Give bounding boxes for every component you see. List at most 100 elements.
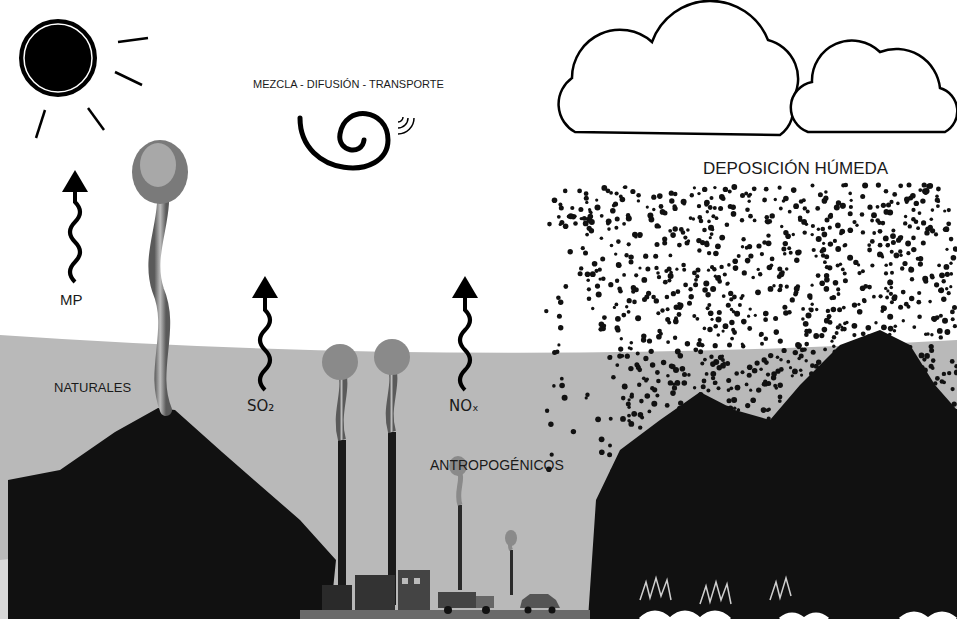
rain-dot — [799, 199, 804, 204]
rain-dot — [847, 255, 853, 261]
grass-tufts — [640, 578, 791, 604]
rain-dot — [709, 236, 712, 239]
rain-dot — [722, 294, 726, 298]
rain-dot — [707, 251, 711, 255]
rain-dot — [942, 279, 946, 283]
rain-dot — [668, 229, 672, 233]
rain-dot — [637, 383, 641, 387]
rain-dot — [811, 284, 814, 287]
rain-dot — [728, 189, 732, 193]
rain-dot — [663, 280, 668, 285]
pollutant-label: SO₂ — [247, 398, 274, 415]
rain-dot — [916, 257, 920, 261]
rain-dot — [951, 387, 955, 391]
rain-dot — [675, 268, 678, 271]
rain-dot — [651, 295, 656, 300]
rain-dot — [656, 271, 660, 275]
rain-dot — [694, 278, 698, 282]
rain-dot — [778, 383, 783, 388]
rain-dot — [782, 199, 786, 203]
rain-dot — [937, 328, 943, 334]
rain-dot — [804, 342, 809, 347]
rain-dot — [713, 206, 717, 210]
rain-dot — [812, 248, 816, 252]
rain-dot — [824, 277, 830, 283]
rain-dot — [669, 198, 674, 203]
rain-dot — [596, 292, 602, 298]
rain-dot — [670, 390, 676, 396]
rain-dot — [615, 325, 620, 330]
rain-dot — [628, 346, 631, 349]
emission-arrow — [62, 170, 88, 282]
rain-dot — [722, 330, 725, 333]
rain-dot — [659, 204, 664, 209]
rain-dot — [835, 331, 839, 335]
rain-dot — [645, 266, 650, 271]
rain-dot — [730, 308, 734, 312]
rain-dot — [620, 337, 623, 340]
rain-dot — [710, 232, 714, 236]
rain-dot — [632, 300, 637, 305]
rain-dot — [707, 220, 711, 224]
rain-dot — [638, 425, 642, 429]
rain-dot — [945, 287, 948, 290]
rain-dot — [718, 355, 724, 361]
rain-dot — [803, 321, 809, 327]
rain-dot — [778, 339, 783, 344]
rain-dot — [637, 232, 643, 238]
rain-dot — [595, 284, 600, 289]
rain-dot — [662, 241, 667, 246]
rain-dot — [839, 232, 843, 236]
rain-dot — [828, 214, 833, 219]
rain-dot — [693, 386, 696, 389]
rain-dot — [949, 285, 952, 288]
rain-dot — [627, 414, 631, 418]
rain-dot — [917, 314, 922, 319]
rain-dot — [852, 220, 856, 224]
rain-dot — [870, 239, 875, 244]
rain-dot — [748, 214, 753, 219]
rain-dot — [710, 286, 716, 292]
rain-dot — [801, 317, 805, 321]
rain-dot — [677, 302, 680, 305]
emission-arrow — [252, 276, 278, 390]
rain-dot — [667, 278, 671, 282]
rain-dot — [752, 368, 757, 373]
rain-dot — [752, 186, 757, 191]
rain-dot — [799, 368, 803, 372]
rain-dot — [931, 366, 935, 370]
rain-dot — [936, 187, 941, 192]
rain-dot — [747, 315, 750, 318]
rain-dot — [904, 215, 907, 218]
rain-dot — [646, 206, 649, 209]
rain-dot — [867, 243, 871, 247]
rain-dot — [626, 402, 631, 407]
rain-dot — [904, 302, 909, 307]
rain-dot — [906, 251, 910, 255]
rain-dot — [548, 422, 553, 427]
rain-dot — [648, 410, 652, 414]
rain-dot — [879, 294, 883, 298]
rain-dot — [824, 254, 829, 259]
cloud — [559, 1, 799, 135]
rain-dot — [719, 194, 725, 200]
rain-dot — [770, 263, 774, 267]
rain-dot — [816, 273, 821, 278]
rain-dot — [923, 189, 929, 195]
rain-dot — [807, 293, 812, 298]
rain-dot — [655, 242, 660, 247]
rain-dot — [832, 345, 835, 348]
rain-dot — [579, 266, 583, 270]
rain-dot — [739, 296, 743, 300]
rain-dot — [861, 331, 866, 336]
rain-dot — [808, 307, 811, 310]
rain-dot — [763, 317, 768, 322]
rain-dot — [892, 192, 897, 197]
rain-dot — [627, 242, 631, 246]
rain-dot — [849, 205, 853, 209]
rain-dot — [943, 227, 948, 232]
rain-dot — [688, 287, 692, 291]
rain-dot — [938, 287, 944, 293]
rain-dot — [946, 221, 951, 226]
process-label: DEPOSICIÓN HÚMEDA — [703, 160, 888, 179]
